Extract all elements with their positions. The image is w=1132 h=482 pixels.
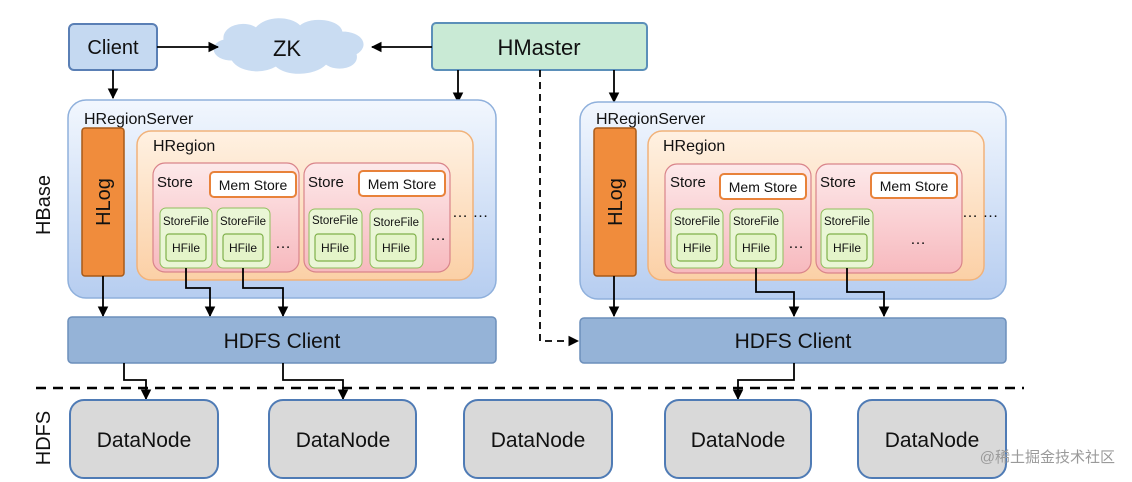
storefile-label: StoreFile xyxy=(733,216,779,228)
store-box: Store Mem Store StoreFile HFile … xyxy=(815,163,963,274)
hmaster-to-hdfs-client2-dashed xyxy=(539,70,580,347)
hlog-box: HLog xyxy=(593,127,637,277)
region-server-title: HRegionServer xyxy=(596,111,706,128)
more-stores-ellipsis: … … xyxy=(452,204,488,221)
store-label: Store xyxy=(157,174,193,191)
hdfs-client-to-datanode-arrow xyxy=(732,363,795,401)
hdfs-client-box: HDFS Client xyxy=(67,316,497,364)
hdfs-client-box: HDFS Client xyxy=(579,317,1007,364)
storefile-label: StoreFile xyxy=(220,216,266,228)
hfile-to-hdfs-client-arrow xyxy=(185,268,216,318)
store-box: Store Mem Store StoreFile HFile StoreFil… xyxy=(152,162,300,273)
hbase-side-label: HBase xyxy=(33,175,55,235)
datanode-label: DataNode xyxy=(296,429,391,452)
storefile-label: StoreFile xyxy=(312,215,358,227)
region-server-1: HRegionServer HLog HRegion Store Mem Sto… xyxy=(67,99,497,299)
storefile-label: StoreFile xyxy=(163,216,209,228)
memstore-box xyxy=(358,170,446,197)
hfile-to-hdfs-client-arrow xyxy=(755,268,800,318)
store-label: Store xyxy=(308,174,344,191)
storefile-box: StoreFile HFile xyxy=(216,207,271,269)
memstore-box xyxy=(209,171,297,198)
watermark: @稀土掘金技术社区 xyxy=(980,449,1115,466)
datanode-label: DataNode xyxy=(491,429,586,452)
storefile-box: StoreFile HFile xyxy=(820,208,874,269)
store-box: Store Mem Store StoreFile HFile StoreFil… xyxy=(303,162,451,273)
hregion-box: HRegion Store Mem Store StoreFile HFile … xyxy=(647,130,998,281)
hdfs-client-to-datanode-arrow xyxy=(282,363,349,401)
memstore-box xyxy=(870,172,958,199)
store-box: Store Mem Store StoreFile HFile StoreFil… xyxy=(664,163,812,274)
storefile-box: StoreFile HFile xyxy=(308,208,363,269)
storefile-box: StoreFile HFile xyxy=(369,208,424,269)
hdfs-side-label: HDFS xyxy=(33,411,55,465)
hfile-label: HFile xyxy=(321,241,349,255)
memstore-label: Mem Store xyxy=(880,178,949,194)
memstore-label: Mem Store xyxy=(729,179,798,195)
hfile-label: HFile xyxy=(172,241,200,255)
hdfs-client-label: HDFS Client xyxy=(224,330,341,353)
datanode-box: DataNode xyxy=(857,399,1007,479)
client-box: Client xyxy=(68,23,158,71)
datanode-label: DataNode xyxy=(97,429,192,452)
hfile-label: HFile xyxy=(683,241,711,255)
hlog-box: HLog xyxy=(81,127,125,277)
memstore-label: Mem Store xyxy=(368,176,437,192)
hmaster-label: HMaster xyxy=(497,35,580,60)
hregion-box: HRegion Store Mem Store StoreFile HFile … xyxy=(136,130,488,281)
hlog-label: HLog xyxy=(605,178,627,226)
more-stores-ellipsis: … … xyxy=(962,204,998,221)
hfile-to-hdfs-client-arrow xyxy=(846,268,890,318)
hfile-label: HFile xyxy=(742,241,770,255)
more-storefiles-ellipsis: … xyxy=(275,235,291,252)
datanode-box: DataNode xyxy=(463,399,613,479)
hfile-label: HFile xyxy=(382,241,410,255)
datanode-box: DataNode xyxy=(69,399,219,479)
datanode-label: DataNode xyxy=(691,429,786,452)
memstore-label: Mem Store xyxy=(219,177,288,193)
datanode-box: DataNode xyxy=(268,399,417,479)
memstore-box xyxy=(719,173,807,200)
region-server-title: HRegionServer xyxy=(84,111,194,128)
hdfs-client-to-datanode-arrow xyxy=(123,363,152,401)
hmaster-box: HMaster xyxy=(431,22,648,71)
storefile-box: StoreFile HFile xyxy=(670,208,724,269)
more-storefiles-ellipsis: … xyxy=(910,231,926,248)
more-storefiles-ellipsis: … xyxy=(430,227,446,244)
hdfs-client-label: HDFS Client xyxy=(735,330,852,353)
store-label: Store xyxy=(820,174,856,191)
storefile-box: StoreFile HFile xyxy=(729,208,784,269)
region-server-2: HRegionServer HLog HRegion Store Mem Sto… xyxy=(579,101,1007,300)
more-storefiles-ellipsis: … xyxy=(788,235,804,252)
hlog-label: HLog xyxy=(93,178,115,226)
storefile-box: StoreFile HFile xyxy=(159,207,213,269)
store-label: Store xyxy=(670,174,706,191)
hregion-title: HRegion xyxy=(153,138,215,155)
storefile-label: StoreFile xyxy=(373,217,419,229)
hfile-label: HFile xyxy=(833,241,861,255)
storefile-label: StoreFile xyxy=(674,216,720,228)
datanode-label: DataNode xyxy=(885,429,980,452)
hregion-title: HRegion xyxy=(663,138,725,155)
hfile-label: HFile xyxy=(229,241,257,255)
hfile-to-hdfs-client-arrow xyxy=(242,268,289,318)
datanode-box: DataNode xyxy=(664,399,812,479)
zk-label: ZK xyxy=(273,36,301,61)
zk-cloud: ZK xyxy=(213,18,364,74)
client-label: Client xyxy=(87,37,139,59)
storefile-label: StoreFile xyxy=(824,216,870,228)
